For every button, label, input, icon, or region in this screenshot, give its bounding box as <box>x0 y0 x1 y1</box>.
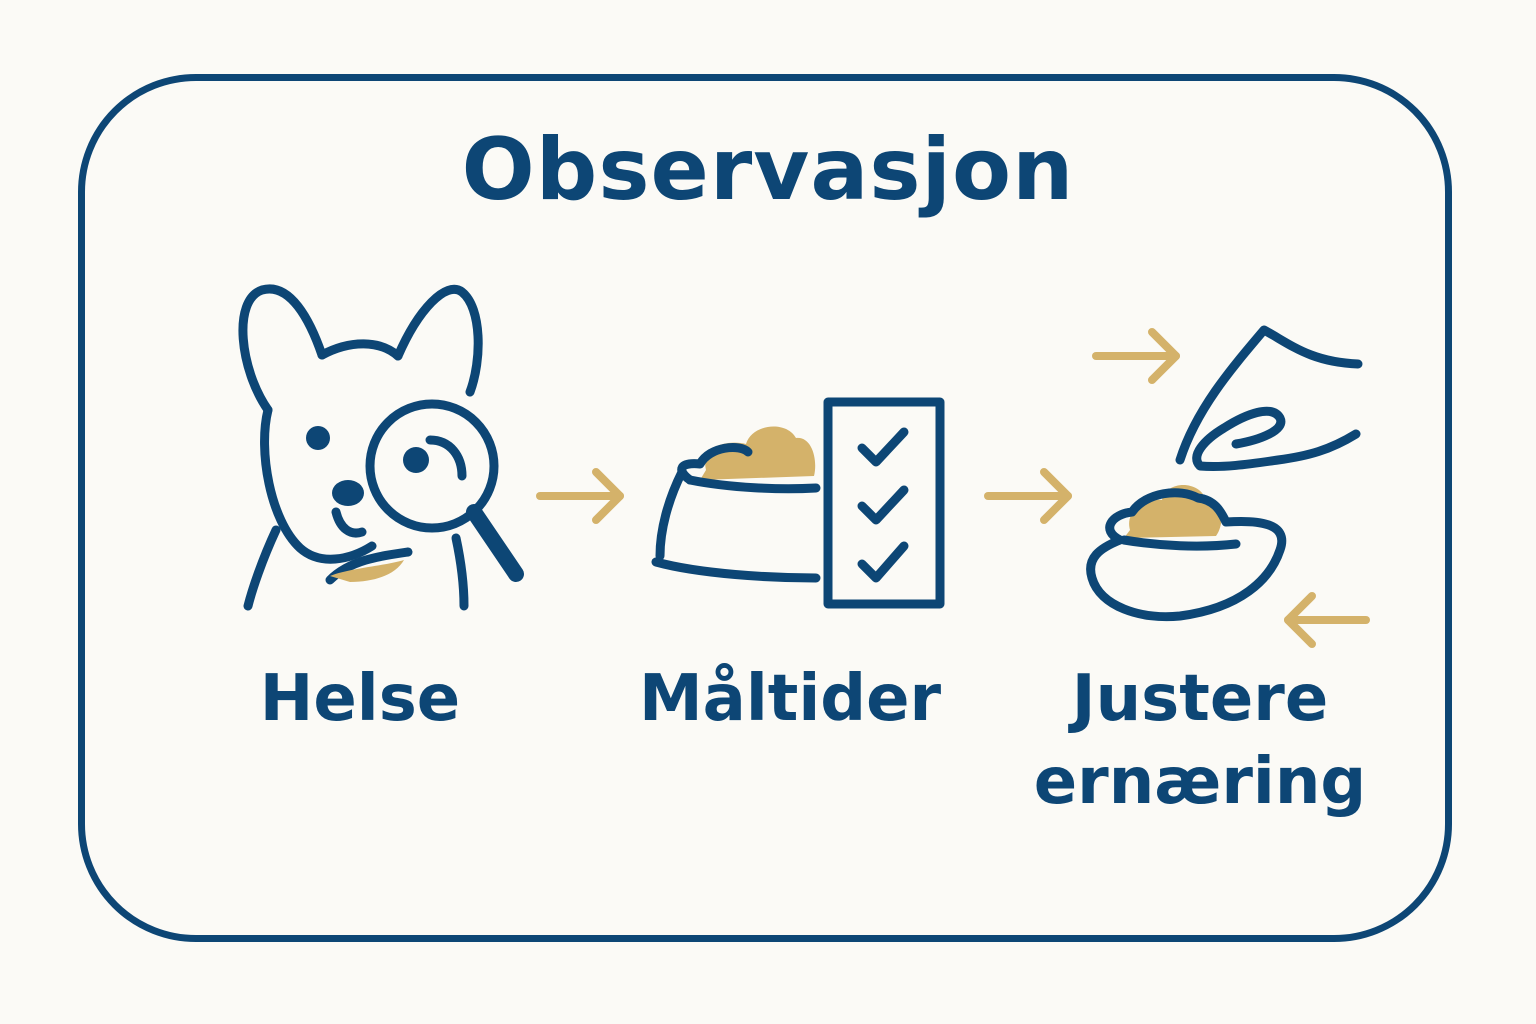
arrow-in-icon <box>1092 328 1180 384</box>
step-label-justere-ernaering: Justere ernæring <box>1020 658 1380 824</box>
arrow-right-icon <box>984 468 1072 524</box>
hand-feeding-bowl-icon <box>1086 325 1370 648</box>
step-label-line: Justere <box>1071 662 1329 736</box>
dog-chest-accent <box>330 560 404 582</box>
dog-magnifier-icon <box>238 284 524 611</box>
step-label-maltider: Måltider <box>638 662 942 736</box>
arrow-right-icon <box>536 468 624 524</box>
dog-features <box>306 426 429 506</box>
arrow-back-icon <box>1284 592 1370 648</box>
step-label-line: ernæring <box>1033 745 1367 820</box>
card-border <box>78 74 1452 942</box>
bowl-checklist-icon <box>651 397 945 609</box>
diagram-title: Observasjon <box>461 120 1075 220</box>
step-label-helse: Helse <box>259 662 461 736</box>
